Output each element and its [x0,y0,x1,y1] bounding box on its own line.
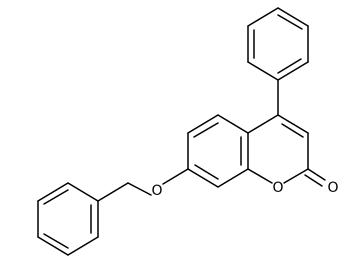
bond [97,182,129,202]
bond [217,168,249,188]
bond [37,182,69,202]
bond [277,61,309,81]
top-phenyl-ring [247,7,309,81]
carbonyl-oxygen-label: O [327,180,338,196]
ether-oxygen-label: O [151,183,162,199]
bond [277,114,309,134]
bond [162,168,189,185]
bond-double-inner [277,14,303,30]
bond [127,182,152,196]
bond [247,114,279,134]
benzyl-phenyl-ring [37,182,99,256]
bond-double-inner [43,189,69,205]
bond [247,168,273,184]
carbonyl-group [304,168,326,187]
bond [277,7,309,27]
pyranone-ring [247,114,309,184]
bond [187,168,219,188]
bond-double-inner [193,122,219,138]
bond [307,168,326,181]
bond-double-inner [43,233,69,249]
bond [37,236,69,256]
bond [187,114,219,134]
bond-double-inner [194,164,219,180]
ether-linkage [97,168,189,202]
bond-double-inner [281,123,304,138]
bond [67,236,99,256]
bond [217,114,249,134]
bond [247,61,279,81]
bond [67,182,99,202]
bond-double-inner [277,58,302,74]
benzo-ring [187,114,249,188]
bond [247,7,279,27]
ring-oxygen-label: O [272,180,283,196]
bond-double-inner [304,174,323,187]
bond [283,168,309,184]
